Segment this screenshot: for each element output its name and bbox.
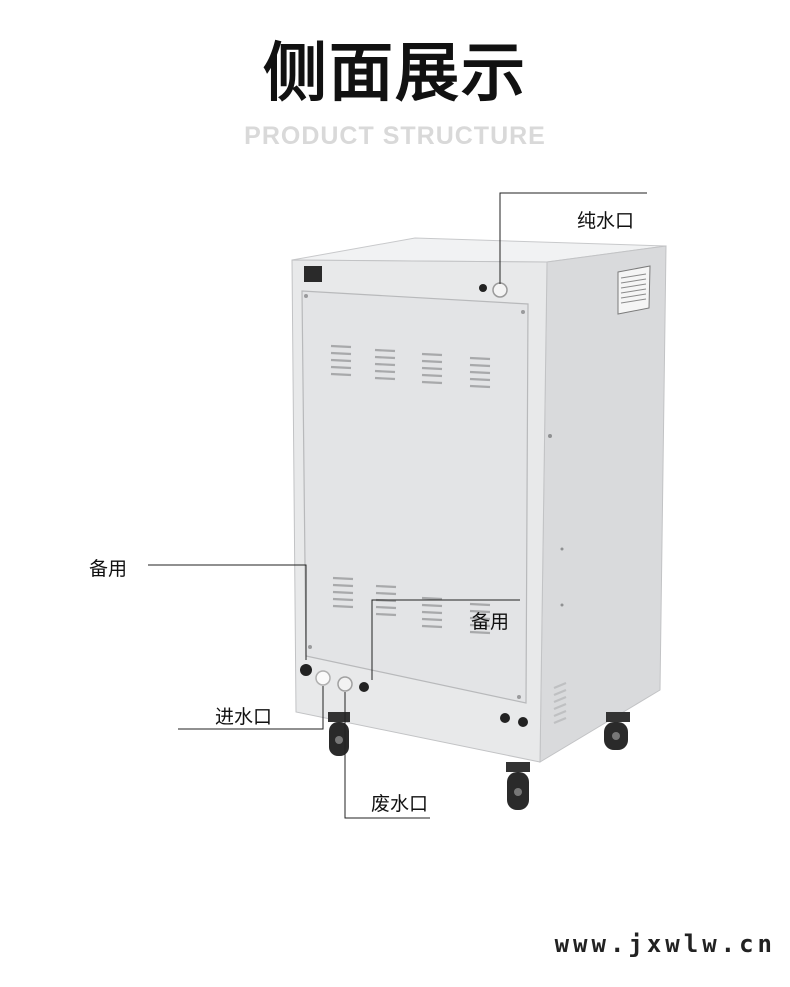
nameplate <box>617 265 651 315</box>
vent-slot <box>421 366 443 371</box>
vent-slot <box>421 352 443 357</box>
leader-pure-water <box>499 192 647 284</box>
corner-tag <box>304 266 322 282</box>
vent-slot <box>375 584 397 589</box>
vent-slot <box>421 610 443 615</box>
panel-screw <box>304 294 308 298</box>
vent-slot <box>421 596 443 601</box>
vent-slots <box>330 344 491 635</box>
vent-slot <box>374 348 396 353</box>
caster-front-right <box>506 762 530 810</box>
label-spare-right: 备用 <box>471 611 510 633</box>
spare-port-right <box>359 682 369 692</box>
label-spare-left: 备用 <box>89 558 128 580</box>
vent-slot <box>332 590 354 595</box>
side-bottom-hole <box>500 713 510 723</box>
vent-slot <box>332 583 354 588</box>
side-screw <box>560 547 564 551</box>
vent-slot <box>374 355 396 360</box>
vent-slot <box>332 576 354 581</box>
vent-slot <box>469 363 491 368</box>
vent-slot <box>330 358 352 363</box>
page-title: 侧面展示 <box>263 37 527 111</box>
vent-slot <box>375 591 397 596</box>
side-screw <box>560 603 564 607</box>
leader-water-inlet <box>178 686 324 730</box>
page-subtitle: PRODUCT STRUCTURE <box>244 122 546 150</box>
label-pure-water-outlet: 纯水口 <box>577 210 635 232</box>
vent-slot <box>469 630 491 635</box>
vent-slot <box>469 609 491 614</box>
vent-slot <box>330 351 352 356</box>
vent-slot <box>469 623 491 628</box>
vent-slot <box>469 370 491 375</box>
vent-slot <box>375 612 397 617</box>
website-footer: www.jxwlw.cn <box>554 930 776 958</box>
vent-slot <box>469 356 491 361</box>
vent-slot <box>469 377 491 382</box>
vent-slot <box>469 384 491 389</box>
leader-lines <box>148 192 647 819</box>
leader-waste-water <box>344 692 430 819</box>
spare-port-left <box>300 664 312 676</box>
vent-slot <box>421 359 443 364</box>
leader-spare-right <box>371 599 520 680</box>
pure-water-port <box>492 282 508 298</box>
vent-slot <box>469 602 491 607</box>
vent-slot <box>421 603 443 608</box>
vent-slot <box>374 369 396 374</box>
vent-slot <box>330 344 352 349</box>
vent-slot <box>330 365 352 370</box>
vent-slot <box>330 372 352 377</box>
side-vents <box>553 681 567 725</box>
label-waste-water-outlet: 废水口 <box>371 793 429 815</box>
vent-slot <box>421 617 443 622</box>
waste-water-port <box>337 676 353 692</box>
vent-slot <box>374 376 396 381</box>
vent-slot <box>421 373 443 378</box>
caster-back-right <box>604 712 630 750</box>
vent-slot <box>374 362 396 367</box>
panel-screw <box>521 310 525 314</box>
label-water-inlet: 进水口 <box>215 706 273 728</box>
vent-slot <box>375 605 397 610</box>
side-bottom-hole <box>518 717 528 727</box>
water-inlet-port <box>315 670 331 686</box>
vent-slot <box>332 597 354 602</box>
cabinet-side <box>539 245 667 763</box>
side-screw <box>548 434 552 438</box>
vent-slot <box>469 616 491 621</box>
vent-slot <box>332 604 354 609</box>
panel-screw <box>308 645 312 649</box>
caster-front-left <box>328 712 350 756</box>
vent-slot <box>421 624 443 629</box>
vent-slot <box>421 380 443 385</box>
top-hole <box>479 284 487 292</box>
leader-spare-left <box>148 564 307 660</box>
panel-screw <box>517 695 521 699</box>
